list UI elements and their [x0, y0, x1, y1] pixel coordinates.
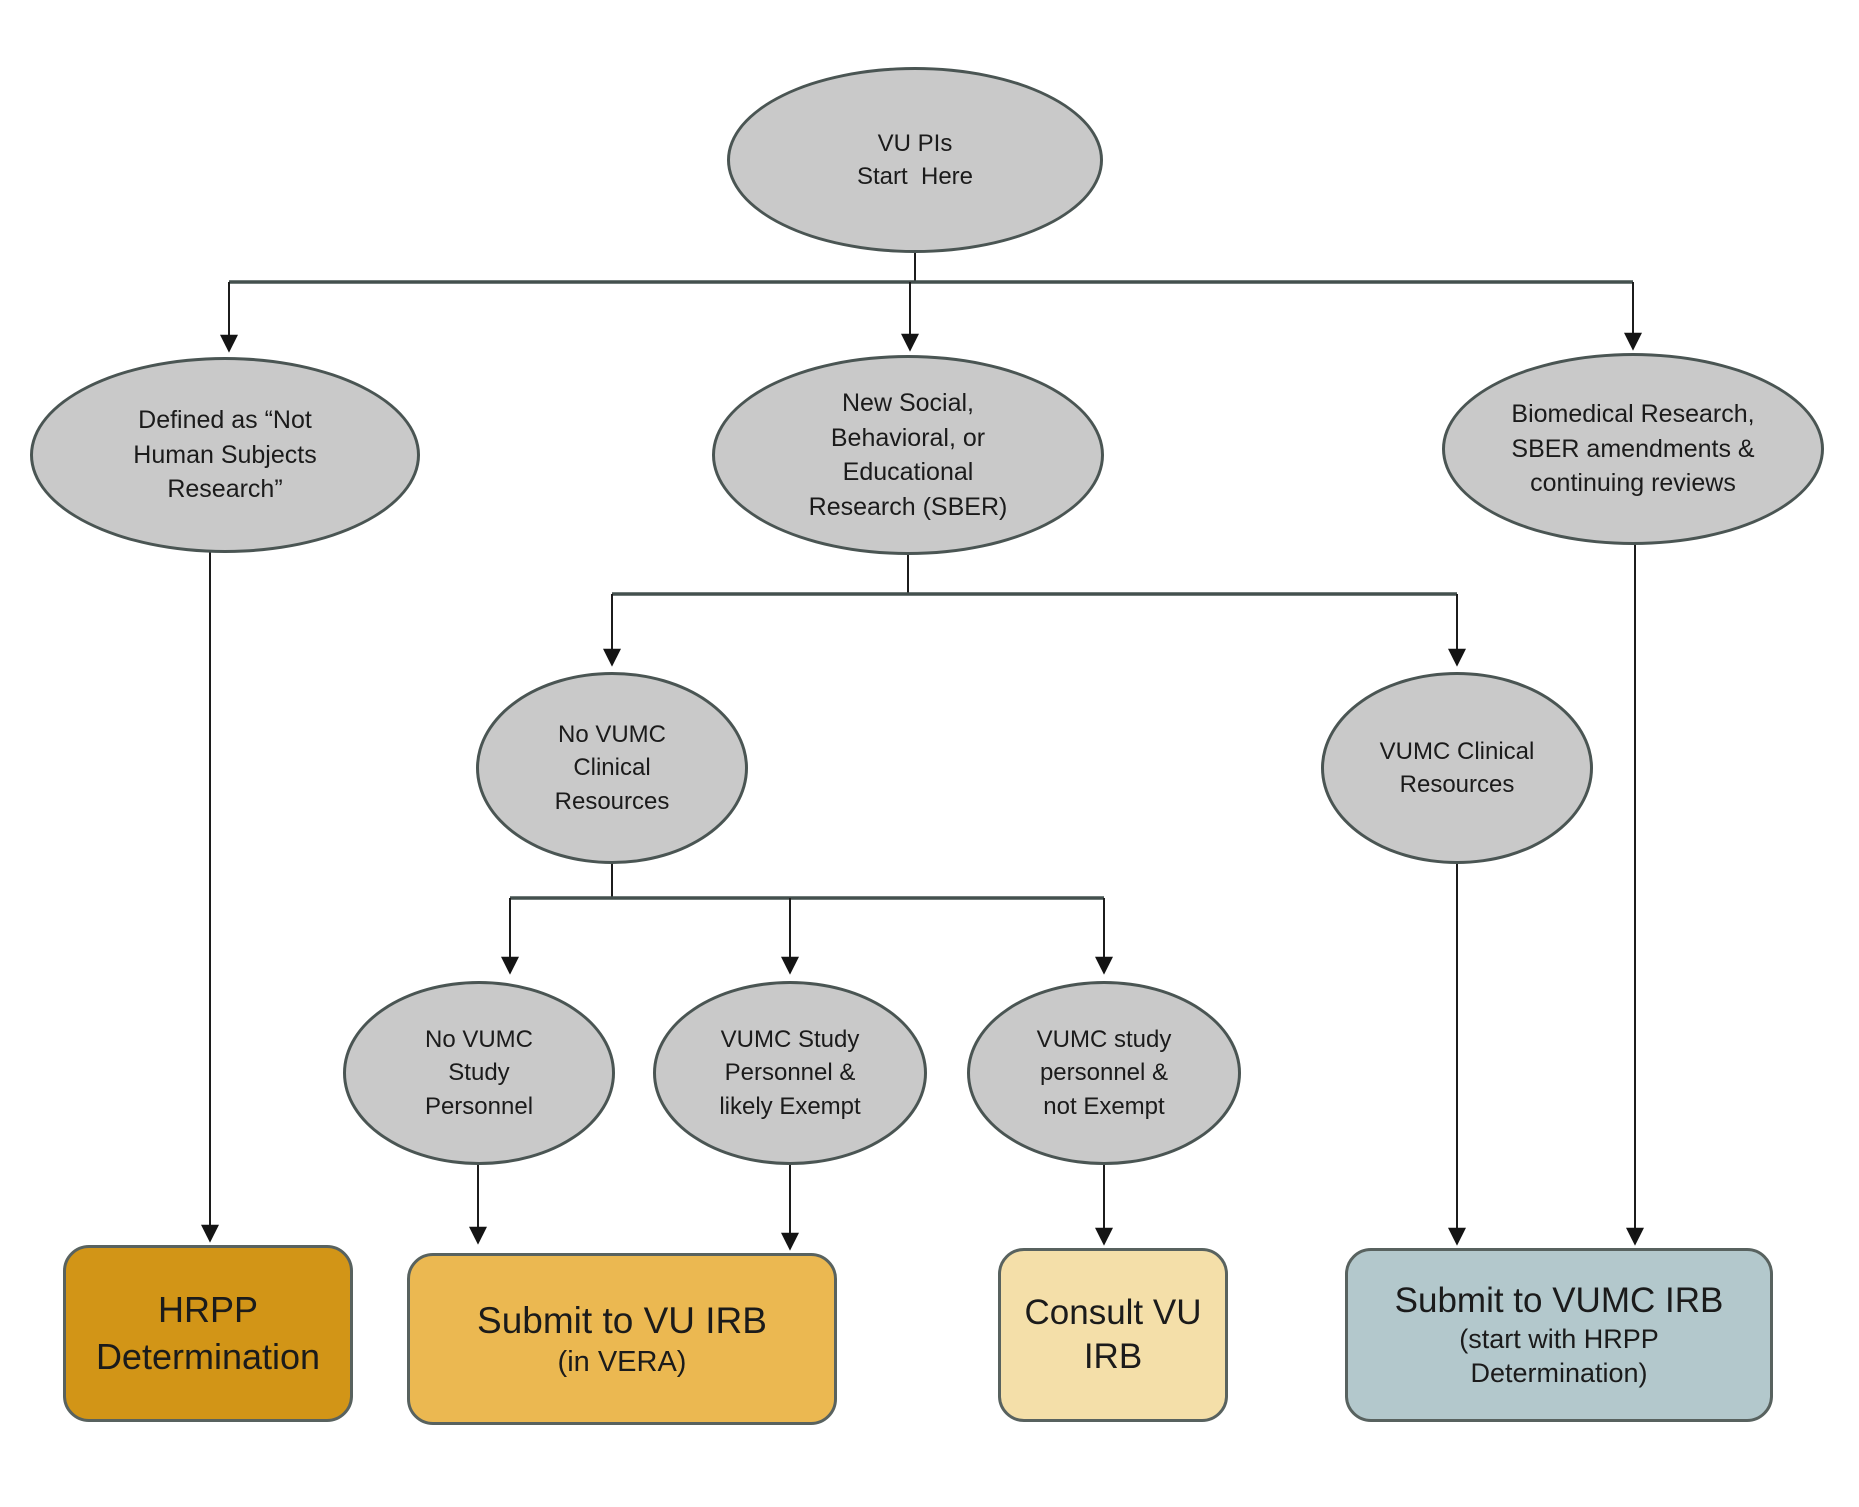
outcome-label: Submit to VUMC IRB — [1394, 1281, 1724, 1321]
node-label: VUMC study personnel & not Exempt — [1036, 1026, 1172, 1120]
outcome-submit-vu-irb: Submit to VU IRB (in VERA) — [407, 1253, 837, 1425]
outcome-sublabel: (in VERA) — [557, 1345, 687, 1378]
node-vumc-personnel-likely-exempt: VUMC Study Personnel & likely Exempt — [653, 981, 927, 1165]
node-label: New Social, Behavioral, or Educational R… — [808, 389, 1008, 521]
node-new-sber-research: New Social, Behavioral, or Educational R… — [712, 355, 1104, 555]
node-vumc-personnel-not-exempt: VUMC study personnel & not Exempt — [967, 981, 1241, 1165]
node-vumc-clinical-resources: VUMC Clinical Resources — [1321, 672, 1593, 864]
node-label: VUMC Study Personnel & likely Exempt — [719, 1026, 861, 1120]
node-label: No VUMC Clinical Resources — [554, 721, 670, 815]
node-label: VUMC Clinical Resources — [1379, 737, 1535, 798]
node-label: Defined as “Not Human Subjects Research” — [133, 406, 317, 504]
node-label: Biomedical Research, SBER amendments & c… — [1511, 400, 1755, 498]
outcome-hrpp-determination: HRPP Determination — [63, 1245, 353, 1422]
outcome-sublabel: (start with HRPP Determination) — [1459, 1324, 1659, 1388]
node-label: VU PIs Start Here — [856, 129, 974, 190]
node-biomedical-research: Biomedical Research, SBER amendments & c… — [1442, 353, 1824, 545]
node-label: No VUMC Study Personnel — [424, 1026, 534, 1120]
node-not-human-subjects-research: Defined as “Not Human Subjects Research” — [30, 357, 420, 553]
node-vu-pis-start: VU PIs Start Here — [727, 67, 1103, 253]
outcome-consult-vu-irb: Consult VU IRB — [998, 1248, 1228, 1422]
outcome-label: Consult VU IRB — [1024, 1293, 1202, 1376]
node-no-vumc-clinical-resources: No VUMC Clinical Resources — [476, 672, 748, 864]
outcome-label: Submit to VU IRB — [477, 1300, 767, 1342]
outcome-submit-vumc-irb: Submit to VUMC IRB (start with HRPP Dete… — [1345, 1248, 1773, 1422]
node-no-vumc-study-personnel: No VUMC Study Personnel — [343, 981, 615, 1165]
outcome-label: HRPP Determination — [95, 1288, 321, 1377]
